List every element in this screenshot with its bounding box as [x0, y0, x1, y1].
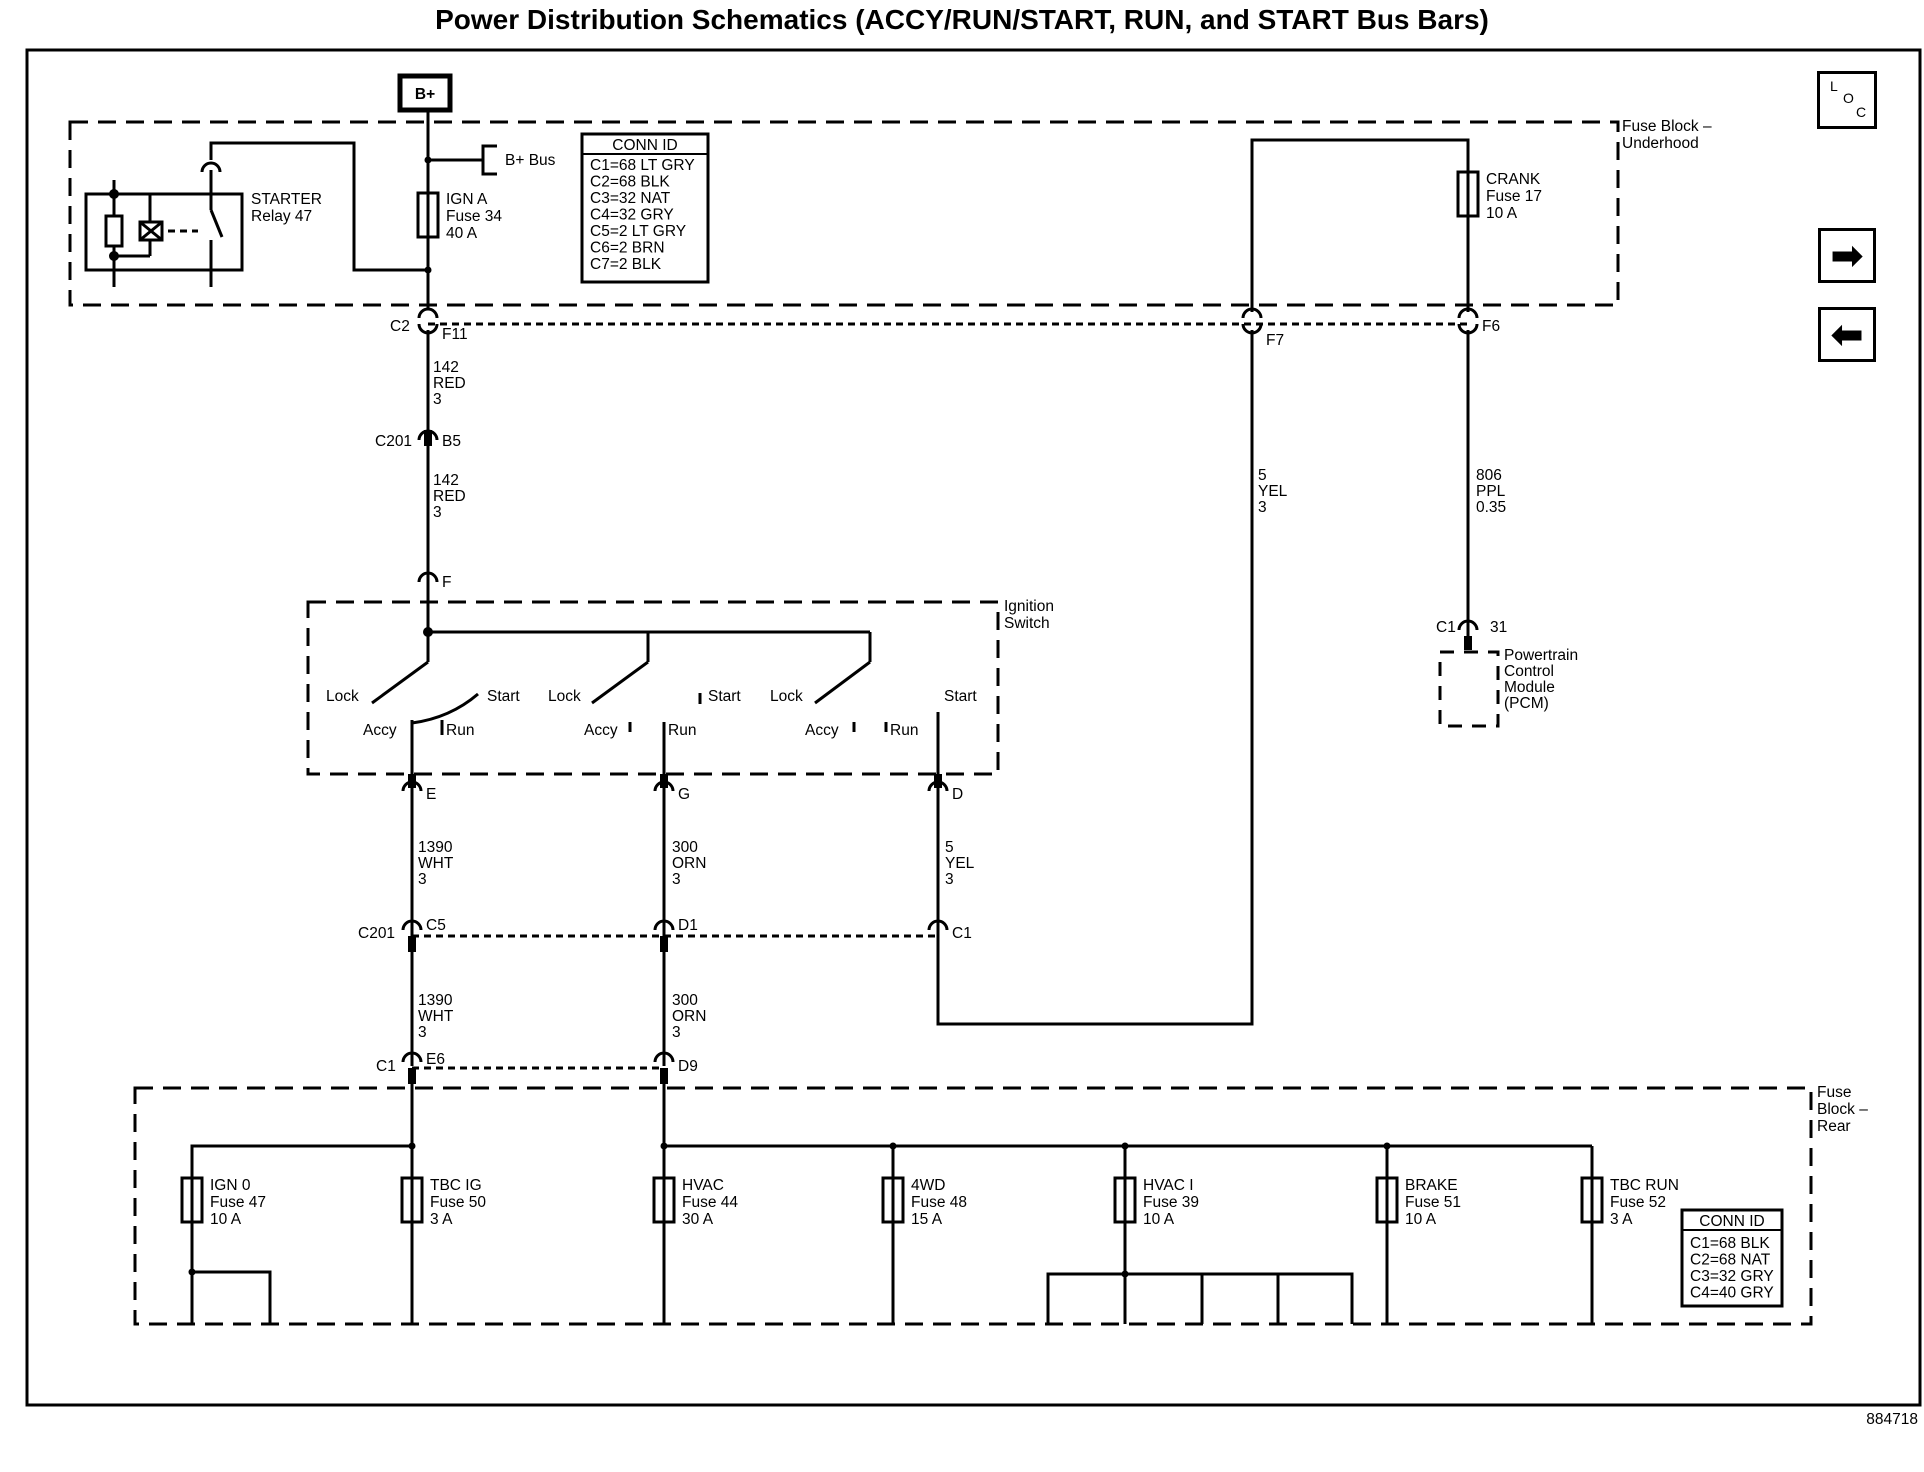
pin-f7-label: F7 — [1266, 332, 1284, 349]
svg-text:Accy: Accy — [805, 722, 839, 739]
svg-text:Start: Start — [944, 688, 977, 705]
svg-text:Lock: Lock — [326, 688, 359, 705]
starter-relay — [84, 161, 244, 287]
ignition-switch-position-labels: Lock Start Accy Run Lock Start Accy Run … — [326, 688, 977, 739]
b-plus-terminal: B+ — [397, 73, 453, 113]
crank-fuse — [1456, 170, 1480, 218]
fuse-hvac — [652, 1176, 676, 1224]
pin-d-label: D — [952, 786, 963, 803]
figure-id: 884718 — [1866, 1411, 1918, 1428]
loc-letter-o: O — [1843, 90, 1854, 106]
starter-relay-feed-wire — [209, 141, 428, 272]
svg-text:Run: Run — [668, 722, 696, 739]
loc-letter-l: L — [1830, 78, 1838, 94]
fuse-4wd — [881, 1176, 905, 1224]
fuse-tbc-run — [1580, 1176, 1604, 1224]
pin-g-label: G — [678, 786, 690, 803]
svg-text:C1=68 BLK C2=68 NAT: C1=68 BLK C2=68 NAT C3=32 GRY C4=40 GRY — [1690, 1235, 1778, 1302]
diagram-frame — [25, 48, 1922, 1407]
pcm-connector-c1-label: C1 — [1436, 619, 1456, 636]
svg-text:Start: Start — [708, 688, 741, 705]
connector-c201-label: C201 — [375, 433, 412, 450]
connector-c2-label: C2 — [390, 318, 410, 335]
arrow-right-icon: ➡ — [1830, 232, 1864, 279]
pin-c5-label: C5 — [426, 917, 446, 934]
pin-e6-label: E6 — [426, 1051, 445, 1068]
pin-d1-label: D1 — [678, 917, 698, 934]
rear-conn-id-table: CONN ID C1=68 BLK C2=68 NAT C3=32 GRY C4… — [1680, 1208, 1784, 1308]
svg-text:C1=68 LT GRY C2=68 BLK: C1=68 LT GRY C2=68 BLK C3=32 NAT C4=32 G… — [590, 157, 699, 273]
svg-text:Run: Run — [890, 722, 918, 739]
svg-text:CONN ID: CONN ID — [612, 137, 677, 154]
fuse-hvac-i — [1113, 1176, 1137, 1224]
arrow-left-icon: ⬅ — [1830, 311, 1864, 358]
ign-a-fuse — [416, 191, 440, 239]
page-title: Power Distribution Schematics (ACCY/RUN/… — [435, 4, 1489, 35]
component-locator-button[interactable]: L O C — [1817, 71, 1877, 129]
fuse-block-underhood-outline — [68, 120, 1620, 307]
fuse-block-underhood-label: Fuse Block –Underhood — [1622, 118, 1712, 152]
pin-d9-label: D9 — [678, 1058, 698, 1075]
fuse-ign-0 — [180, 1176, 204, 1224]
underhood-conn-id-table: CONN ID C1=68 LT GRY C2=68 BLK C3=32 NAT… — [580, 132, 710, 284]
svg-text:Lock: Lock — [548, 688, 581, 705]
pcm-outline — [1438, 650, 1500, 728]
svg-text:CONN ID: CONN ID — [1699, 1213, 1764, 1230]
b-plus-bus-label: B+ Bus — [505, 152, 556, 169]
pin-b5-label: B5 — [442, 433, 461, 450]
connector-c1-rear-label: C1 — [376, 1058, 396, 1075]
pin-e-label: E — [426, 786, 436, 803]
pin-f6-label: F6 — [1482, 318, 1500, 335]
svg-text:Run: Run — [446, 722, 474, 739]
svg-text:B+: B+ — [415, 86, 435, 103]
ignition-switch-outline — [306, 600, 1000, 776]
svg-text:Accy: Accy — [584, 722, 618, 739]
svg-text:Lock: Lock — [770, 688, 803, 705]
svg-text:Start: Start — [487, 688, 520, 705]
previous-page-button[interactable]: ⬅ — [1818, 307, 1876, 362]
svg-text:Accy: Accy — [363, 722, 397, 739]
fuse-brake — [1375, 1176, 1399, 1224]
pin-f-label: F — [442, 574, 451, 591]
fuse-tbc-ig — [400, 1176, 424, 1224]
pin-c1-label: C1 — [952, 925, 972, 942]
loc-letter-c: C — [1856, 104, 1867, 120]
pin-f11-label: F11 — [442, 326, 468, 343]
connector-c201-lower-label: C201 — [358, 925, 395, 942]
fuse-block-rear-outline — [133, 1086, 1813, 1326]
next-page-button[interactable]: ➡ — [1818, 228, 1876, 283]
pcm-pin-31-label: 31 — [1490, 619, 1507, 636]
